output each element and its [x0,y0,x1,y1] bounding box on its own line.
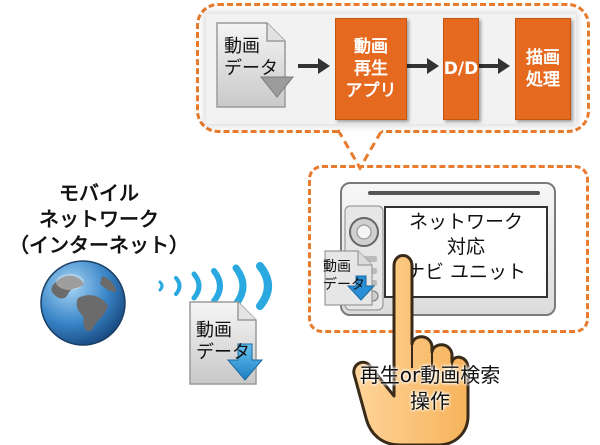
operation-label: 再生or動画検索 操作 [359,363,501,413]
nav-unit-frame [308,165,589,333]
nav-unit-label: ネットワーク 対応 ナビ ユニット [405,211,527,283]
downloaded-doc-label: 動画 データ [196,320,250,363]
video-player-app-box: 動画 再生 アプリ [335,18,407,120]
downloaded-video-document-icon [189,301,264,385]
render-process-label: 描画 処理 [526,48,560,90]
display-driver-label: D/D [443,59,479,79]
arrow-right-icon [478,58,510,74]
video-player-app-label: 動画 再生 アプリ [345,37,397,101]
arrow-right-icon [407,58,439,74]
pipeline-doc-label: 動画 データ [224,36,278,79]
disc-slot [368,191,540,195]
video-data-document-icon [216,22,295,108]
pointing-hand-icon [352,254,470,445]
mobile-network-label: モバイル ネットワーク （インターネット） [9,181,189,257]
render-process-box: 描画 処理 [515,18,571,120]
arrow-right-icon [298,58,330,74]
globe-icon [40,260,126,346]
nav-video-document-icon [324,250,376,306]
callout-tail [336,128,384,171]
display-driver-box: D/D [443,18,479,120]
nav-screen[interactable] [384,206,548,298]
wireless-wave-icon [158,262,272,310]
nav-doc-label: 動画 データ [323,259,365,293]
